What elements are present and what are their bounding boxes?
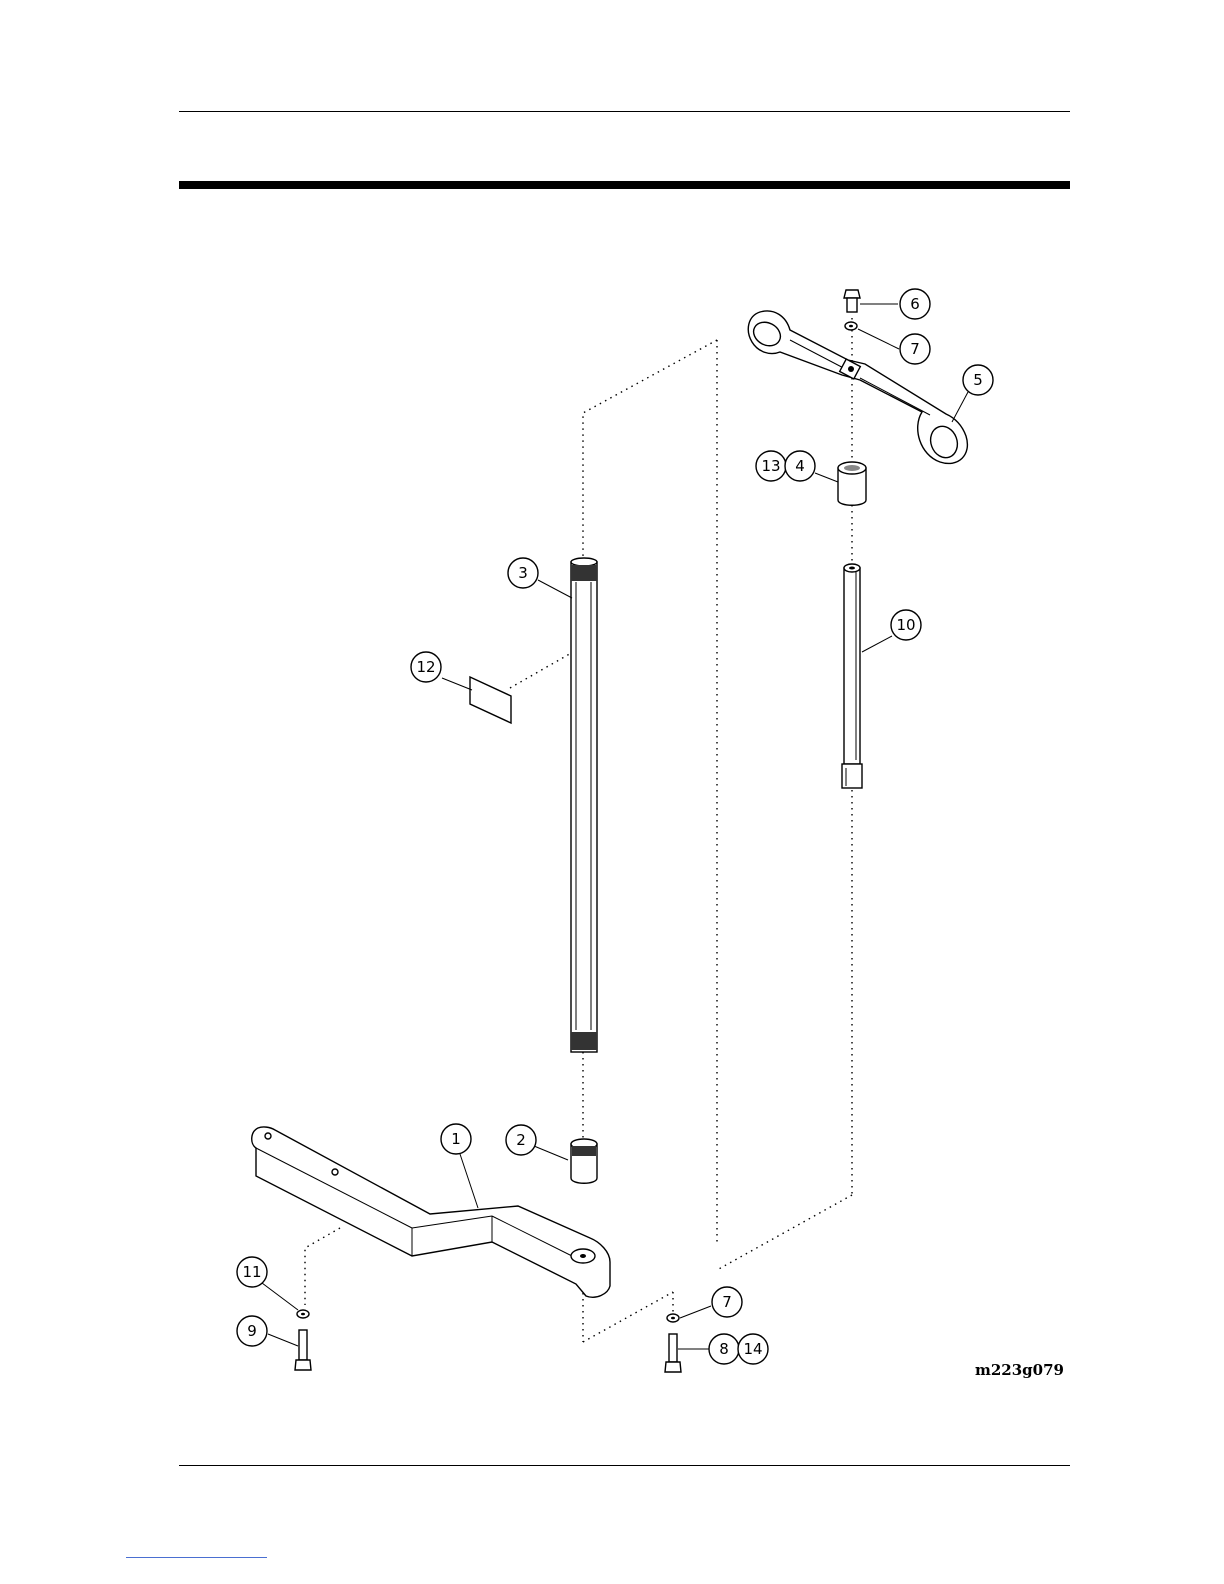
callout-11: 11	[237, 1257, 267, 1287]
callout-6: 6	[900, 289, 930, 319]
callout-8: 8	[709, 1334, 739, 1364]
part-6-screw	[844, 290, 860, 312]
part-7-washer-upper	[845, 322, 857, 330]
svg-text:9: 9	[247, 1322, 257, 1340]
part-7-washer-lower	[667, 1314, 679, 1322]
svg-text:10: 10	[896, 616, 915, 634]
svg-text:7: 7	[910, 340, 920, 358]
part-8-bolt	[665, 1334, 681, 1372]
svg-text:4: 4	[795, 457, 805, 475]
callout-1: 1	[441, 1124, 471, 1154]
callout-7-lower: 7	[712, 1287, 742, 1317]
callout-7-upper: 7	[900, 334, 930, 364]
svg-text:11: 11	[242, 1263, 261, 1281]
callout-14: 14	[738, 1334, 768, 1364]
callout-4: 4	[785, 451, 815, 481]
part-11-washer	[297, 1310, 309, 1318]
part-4-bushing	[838, 462, 866, 505]
svg-text:1: 1	[451, 1130, 461, 1148]
callout-12: 12	[411, 652, 441, 682]
part-10-rod	[842, 564, 862, 788]
part-5-handle-bar	[748, 311, 967, 464]
part-9-bolt	[295, 1330, 311, 1370]
svg-text:2: 2	[516, 1131, 526, 1149]
part-2-fitting	[571, 1139, 597, 1183]
callout-10: 10	[891, 610, 921, 640]
figure-code: m223g079	[975, 1361, 1064, 1379]
svg-text:12: 12	[416, 658, 435, 676]
callout-3: 3	[508, 558, 538, 588]
part-1-base-leg	[252, 1127, 610, 1297]
svg-text:14: 14	[743, 1340, 762, 1358]
svg-text:6: 6	[910, 295, 920, 313]
part-3-tube	[571, 558, 597, 1052]
callout-9: 9	[237, 1316, 267, 1346]
callout-5: 5	[963, 365, 993, 395]
svg-text:13: 13	[761, 457, 780, 475]
part-12-label	[470, 677, 511, 723]
svg-text:8: 8	[719, 1340, 729, 1358]
svg-text:7: 7	[722, 1293, 732, 1311]
callout-13: 13	[756, 451, 786, 481]
svg-text:5: 5	[973, 371, 983, 389]
callout-2: 2	[506, 1125, 536, 1155]
svg-text:3: 3	[518, 564, 528, 582]
